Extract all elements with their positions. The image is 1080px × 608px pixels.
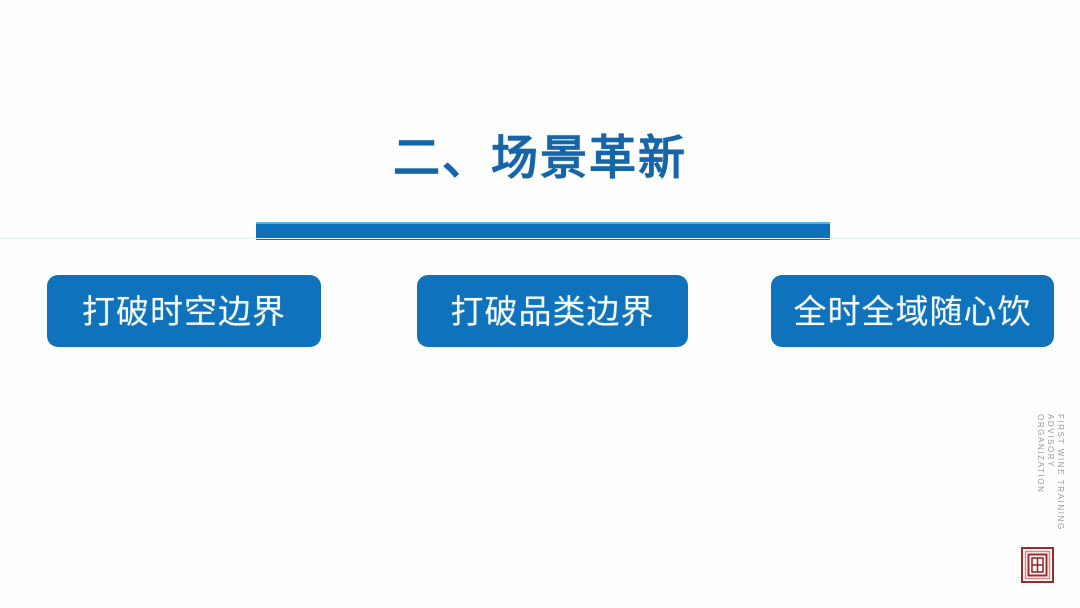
pill-label: 全时全域随心饮 bbox=[793, 292, 1032, 330]
pill-label: 打破品类边界 bbox=[450, 292, 655, 330]
pill-label: 打破时空边界 bbox=[82, 292, 286, 330]
title-accent-bar bbox=[256, 222, 830, 240]
pill-break-category[interactable]: 打破品类边界 bbox=[417, 275, 688, 347]
seal-logo-icon bbox=[1021, 547, 1054, 583]
brand-line-1: FIRST WINE TRAINING bbox=[1056, 414, 1065, 531]
brand-vertical-text: FIRST WINE TRAINING ADVISORY ORGANIZATIO… bbox=[1036, 414, 1065, 531]
brand-line-2: ADVISORY bbox=[1046, 414, 1055, 468]
pill-anytime-anywhere-drink[interactable]: 全时全域随心饮 bbox=[771, 275, 1054, 347]
pill-break-time-space[interactable]: 打破时空边界 bbox=[47, 275, 321, 347]
pill-row: 打破时空边界 打破品类边界 全时全域随心饮 bbox=[0, 275, 1080, 347]
page-title-container: 二、场景革新 bbox=[0, 131, 1080, 185]
page-title: 二、场景革新 bbox=[393, 131, 687, 184]
header-divider-line bbox=[0, 238, 1080, 239]
brand-line-3: ORGANIZATION bbox=[1036, 414, 1045, 494]
